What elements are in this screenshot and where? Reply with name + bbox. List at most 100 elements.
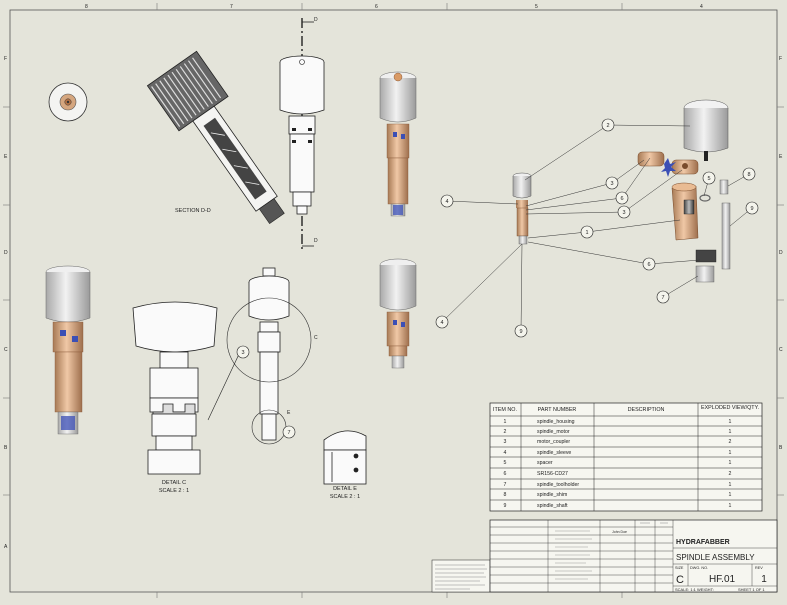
bom-cell-part: spindle_shaft: [537, 503, 568, 509]
zone-number: 6: [375, 4, 378, 10]
detail-circle-letter: C: [314, 335, 318, 341]
detail-c-scale: SCALE 2 : 1: [159, 488, 189, 494]
zone-number: 8: [85, 4, 88, 10]
bom-cell-part: spindle_housing: [537, 419, 575, 425]
title-block: John Doe HYDRAFABBER SPINDLE ASSEMBLY SI…: [489, 519, 778, 593]
dwg-no-value: HF.01: [709, 574, 736, 585]
bom-cell-item: 5: [504, 460, 507, 466]
exploded-view: [512, 99, 731, 283]
bom-cell-qty: 1: [729, 482, 732, 488]
zone-letter: E: [4, 154, 8, 160]
cut-letter: D: [314, 17, 318, 23]
balloon-number: 3: [610, 181, 613, 187]
zone-letter: A: [4, 544, 8, 550]
size-label: SIZE: [675, 566, 684, 570]
bom-cell-qty: 2: [729, 471, 732, 477]
zone-letter: B: [779, 445, 783, 451]
detail-e-view: [323, 430, 367, 485]
balloon-number: 9: [519, 329, 522, 335]
detail-e-scale: SCALE 2 : 1: [330, 494, 360, 500]
zone-ticks: [3, 3, 784, 598]
zone-letter: D: [779, 250, 783, 256]
balloon-number: 4: [440, 320, 443, 326]
sheet-label: SHEET 1 OF 1: [738, 587, 765, 592]
section-label: SECTION D-D: [175, 208, 211, 214]
bom-cell-part: spindle_motor: [537, 429, 570, 435]
zone-letter: F: [779, 56, 782, 62]
bom-cell-item: 9: [504, 503, 507, 509]
company-name: HYDRAFABBER: [676, 539, 730, 546]
sheet-border: [9, 9, 778, 593]
leader-lines: [441, 124, 753, 332]
balloon-number: 3: [622, 210, 625, 216]
section-view-d-d: [146, 50, 285, 225]
size-value: C: [676, 574, 684, 586]
scale-label: SCALE: 1:1 WEIGHT:: [675, 587, 714, 592]
bom-cell-part: SR156-CD27: [537, 471, 568, 477]
bom-cell-qty: 1: [729, 450, 732, 456]
bom-cell-qty: 1: [729, 503, 732, 509]
rev-label: REV: [755, 566, 763, 570]
bom-cell-item: 7: [504, 482, 507, 488]
shaded-assembly-top: [379, 71, 417, 217]
bom-cell-qty: 1: [729, 492, 732, 498]
zone-number: 4: [700, 4, 703, 10]
shaded-assembly-left: [45, 265, 91, 435]
drawn-by: John Doe: [612, 530, 627, 534]
balloon-number: 2: [606, 123, 609, 129]
detail-c-title: DETAIL C: [162, 480, 186, 486]
bom-cell-qty: 1: [729, 419, 732, 425]
dwg-no-label: DWG. NO.: [690, 566, 708, 570]
balloon-number: 8: [747, 172, 750, 178]
rev-value: 1: [761, 574, 767, 585]
bom-header: ITEM NO.: [493, 407, 517, 413]
bom-cell-item: 3: [504, 439, 507, 445]
zone-number: 5: [535, 4, 538, 10]
front-view: D D: [279, 17, 325, 250]
bom-header: DESCRIPTION: [628, 407, 665, 413]
cut-letter: D: [314, 238, 318, 244]
balloon-number: 9: [750, 206, 753, 212]
bom-cell-item: 1: [504, 419, 507, 425]
bom-cell-qty: 1: [729, 429, 732, 435]
balloon-number: 3: [241, 350, 244, 356]
balloon-number: 5: [707, 176, 710, 182]
bom-cell-item: 2: [504, 429, 507, 435]
bom-cell-part: motor_coupler: [537, 439, 570, 445]
balloon-number: 7: [661, 295, 664, 301]
top-view-shaft: [48, 82, 88, 122]
balloon-number: 6: [620, 196, 623, 202]
bom-cell-qty: 1: [729, 460, 732, 466]
balloon-number: 6: [647, 262, 650, 268]
bom-cell-part: spindle_shim: [537, 492, 567, 498]
balloon-number: 7: [287, 430, 290, 436]
detail-circle-c: [226, 297, 312, 383]
bom-header: EXPLODED VIEW/QTY.: [701, 405, 759, 411]
detail-circle-letter: E: [287, 410, 291, 416]
bom-cell-item: 8: [504, 492, 507, 498]
bom-cell-item: 4: [504, 450, 507, 456]
zone-letter: E: [779, 154, 783, 160]
shaded-assembly-bottom: [379, 258, 417, 369]
bom-cell-part: spindle_toolholder: [537, 482, 579, 488]
balloon-number: 4: [445, 199, 448, 205]
bom-cell-part: spacer: [537, 460, 553, 466]
zone-letter: B: [4, 445, 8, 451]
callout-balloon: 3: [207, 345, 250, 421]
detail-e-title: DETAIL E: [333, 486, 357, 492]
bom-table: ITEM NO. PART NUMBER DESCRIPTION EXPLODE…: [489, 402, 763, 512]
zone-letter: F: [4, 56, 7, 62]
callout-balloon: 7: [282, 425, 296, 439]
bom-cell-qty: 2: [729, 439, 732, 445]
bom-cell-part: spindle_sleeve: [537, 450, 571, 456]
zone-number: 7: [230, 4, 233, 10]
zone-letter: C: [779, 347, 783, 353]
front-view-2: [248, 267, 290, 441]
notice-box: [431, 559, 491, 593]
exploded-balloons: 4 2 3 6 3 1 6 5 8 9 7 4 9: [435, 118, 759, 338]
balloon-number: 1: [585, 230, 588, 236]
drawing-title: SPINDLE ASSEMBLY: [676, 553, 755, 562]
zone-letter: C: [4, 347, 8, 353]
